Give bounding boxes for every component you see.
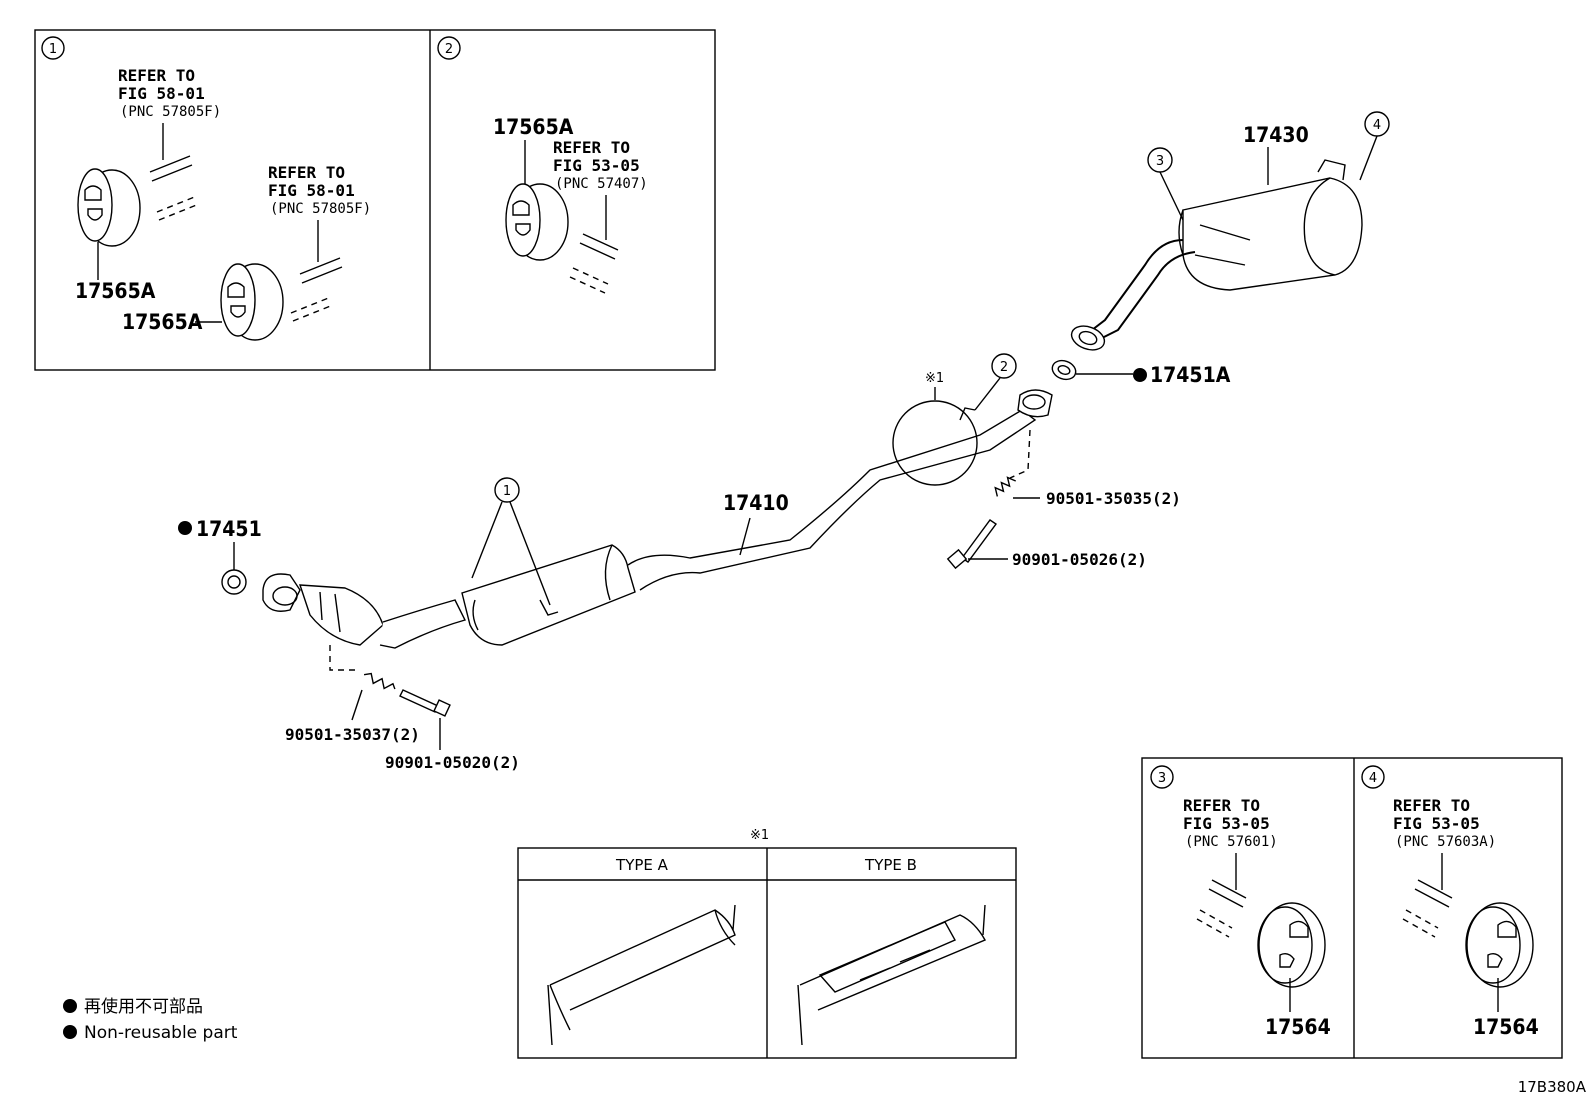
inset-number: 3 (1158, 771, 1166, 786)
part-number-17430[interactable]: 17430 (1243, 123, 1309, 147)
type-a-header: TYPE A (615, 856, 669, 874)
refer-label[interactable]: REFER TO (118, 66, 195, 85)
part-number-90501-35037[interactable]: 90501-35037(2) (285, 725, 420, 744)
part-number-17564[interactable]: 17564 (1265, 1015, 1331, 1039)
part-number-17565A[interactable]: 17565A (75, 279, 156, 303)
refer-pnc: (PNC 57805F) (120, 104, 221, 120)
callout-circle-2 (991, 353, 1017, 379)
type-b-pipe-illustration (797, 904, 986, 1046)
inset-number: 2 (445, 42, 453, 57)
muffler-assembly[interactable] (1068, 159, 1363, 354)
spring-90501-35037[interactable] (362, 671, 396, 693)
part-number-17564[interactable]: 17564 (1473, 1015, 1539, 1039)
refer-label[interactable]: REFER TO (268, 163, 345, 182)
type-table-mark: ※1 (750, 828, 769, 843)
callout-circle (437, 36, 461, 60)
bolt-90901-05020[interactable] (399, 689, 451, 717)
legend-label-en: Non-reusable part (84, 1023, 238, 1043)
refer-pnc: (PNC 57407) (555, 176, 648, 192)
rubber-hanger-17564[interactable] (1465, 902, 1534, 988)
note-mark: ※1 (925, 371, 944, 386)
part-number-90901-05026[interactable]: 90901-05026(2) (1012, 550, 1147, 569)
type-table: ※1 TYPE A TYPE B (517, 828, 1017, 1059)
exhaust-pipe-17410[interactable] (262, 389, 1053, 649)
rubber-hanger-17564[interactable] (1257, 902, 1326, 988)
rubber-hanger-17565A[interactable] (77, 168, 141, 247)
refer-fig[interactable]: FIG 53-05 (1183, 814, 1270, 833)
refer-label[interactable]: REFER TO (1393, 796, 1470, 815)
type-a-pipe-illustration (547, 904, 736, 1046)
refer-fig[interactable]: FIG 53-05 (553, 156, 640, 175)
non-reusable-dot (1133, 368, 1147, 382)
part-number-90501-35035[interactable]: 90501-35035(2) (1046, 489, 1181, 508)
part-number-17565A[interactable]: 17565A (122, 310, 203, 334)
refer-pnc: (PNC 57805F) (270, 201, 371, 217)
callout-4: 4 (1373, 118, 1381, 133)
type-b-header: TYPE B (864, 856, 917, 874)
legend: 再使用不可部品 Non-reusable part (63, 996, 238, 1043)
part-number-17451A[interactable]: 17451A (1150, 363, 1231, 387)
callout-circle (1150, 765, 1174, 789)
refer-fig[interactable]: FIG 58-01 (118, 84, 205, 103)
non-reusable-dot (63, 999, 77, 1013)
inset-4: 4 REFER TO FIG 53-05 (PNC 57603A) 17564 (1361, 765, 1539, 1039)
part-number-17410[interactable]: 17410 (723, 491, 789, 515)
part-number-17451[interactable]: 17451 (196, 517, 262, 541)
refer-label[interactable]: REFER TO (553, 138, 630, 157)
gasket-17451A[interactable] (1050, 357, 1079, 382)
legend-label-jp: 再使用不可部品 (84, 996, 203, 1017)
refer-pnc: (PNC 57603A) (1395, 834, 1496, 850)
non-reusable-dot (178, 521, 192, 535)
part-number-90901-05020[interactable]: 90901-05020(2) (385, 753, 520, 772)
inset-number: 1 (49, 42, 57, 57)
bolt-90901-05026[interactable] (946, 519, 997, 570)
inset-panel-1-2 (34, 29, 716, 371)
callout-circle (1361, 765, 1385, 789)
non-reusable-dot (63, 1025, 77, 1039)
inset-3: 3 REFER TO FIG 53-05 (PNC 57601) 17564 (1150, 765, 1331, 1039)
inset-panel-3-4 (1141, 757, 1563, 1059)
rubber-hanger-17565A[interactable] (220, 263, 284, 341)
type-callout-circle (892, 400, 978, 486)
callout-3: 3 (1156, 154, 1164, 169)
refer-fig[interactable]: FIG 53-05 (1393, 814, 1480, 833)
refer-pnc: (PNC 57601) (1185, 834, 1278, 850)
callout-circle-1 (494, 477, 520, 503)
callout-1: 1 (503, 484, 511, 499)
callout-2: 2 (1000, 360, 1008, 375)
inset-1: 1 REFER TO FIG 58-01 (PNC 57805F) 17565A… (41, 36, 371, 341)
part-number-17565A[interactable]: 17565A (493, 115, 574, 139)
rubber-hanger-17565A[interactable] (505, 183, 569, 261)
refer-label[interactable]: REFER TO (1183, 796, 1260, 815)
illustration-code: 17B380A (1518, 1078, 1587, 1096)
callout-circle (41, 36, 65, 60)
spring-90501-35035[interactable] (992, 475, 1017, 497)
gasket-17451[interactable] (221, 569, 247, 595)
refer-fig[interactable]: FIG 58-01 (268, 181, 355, 200)
inset-2: 2 17565A REFER TO FIG 53-05 (PNC 57407) (437, 36, 648, 294)
inset-number: 4 (1369, 771, 1377, 786)
